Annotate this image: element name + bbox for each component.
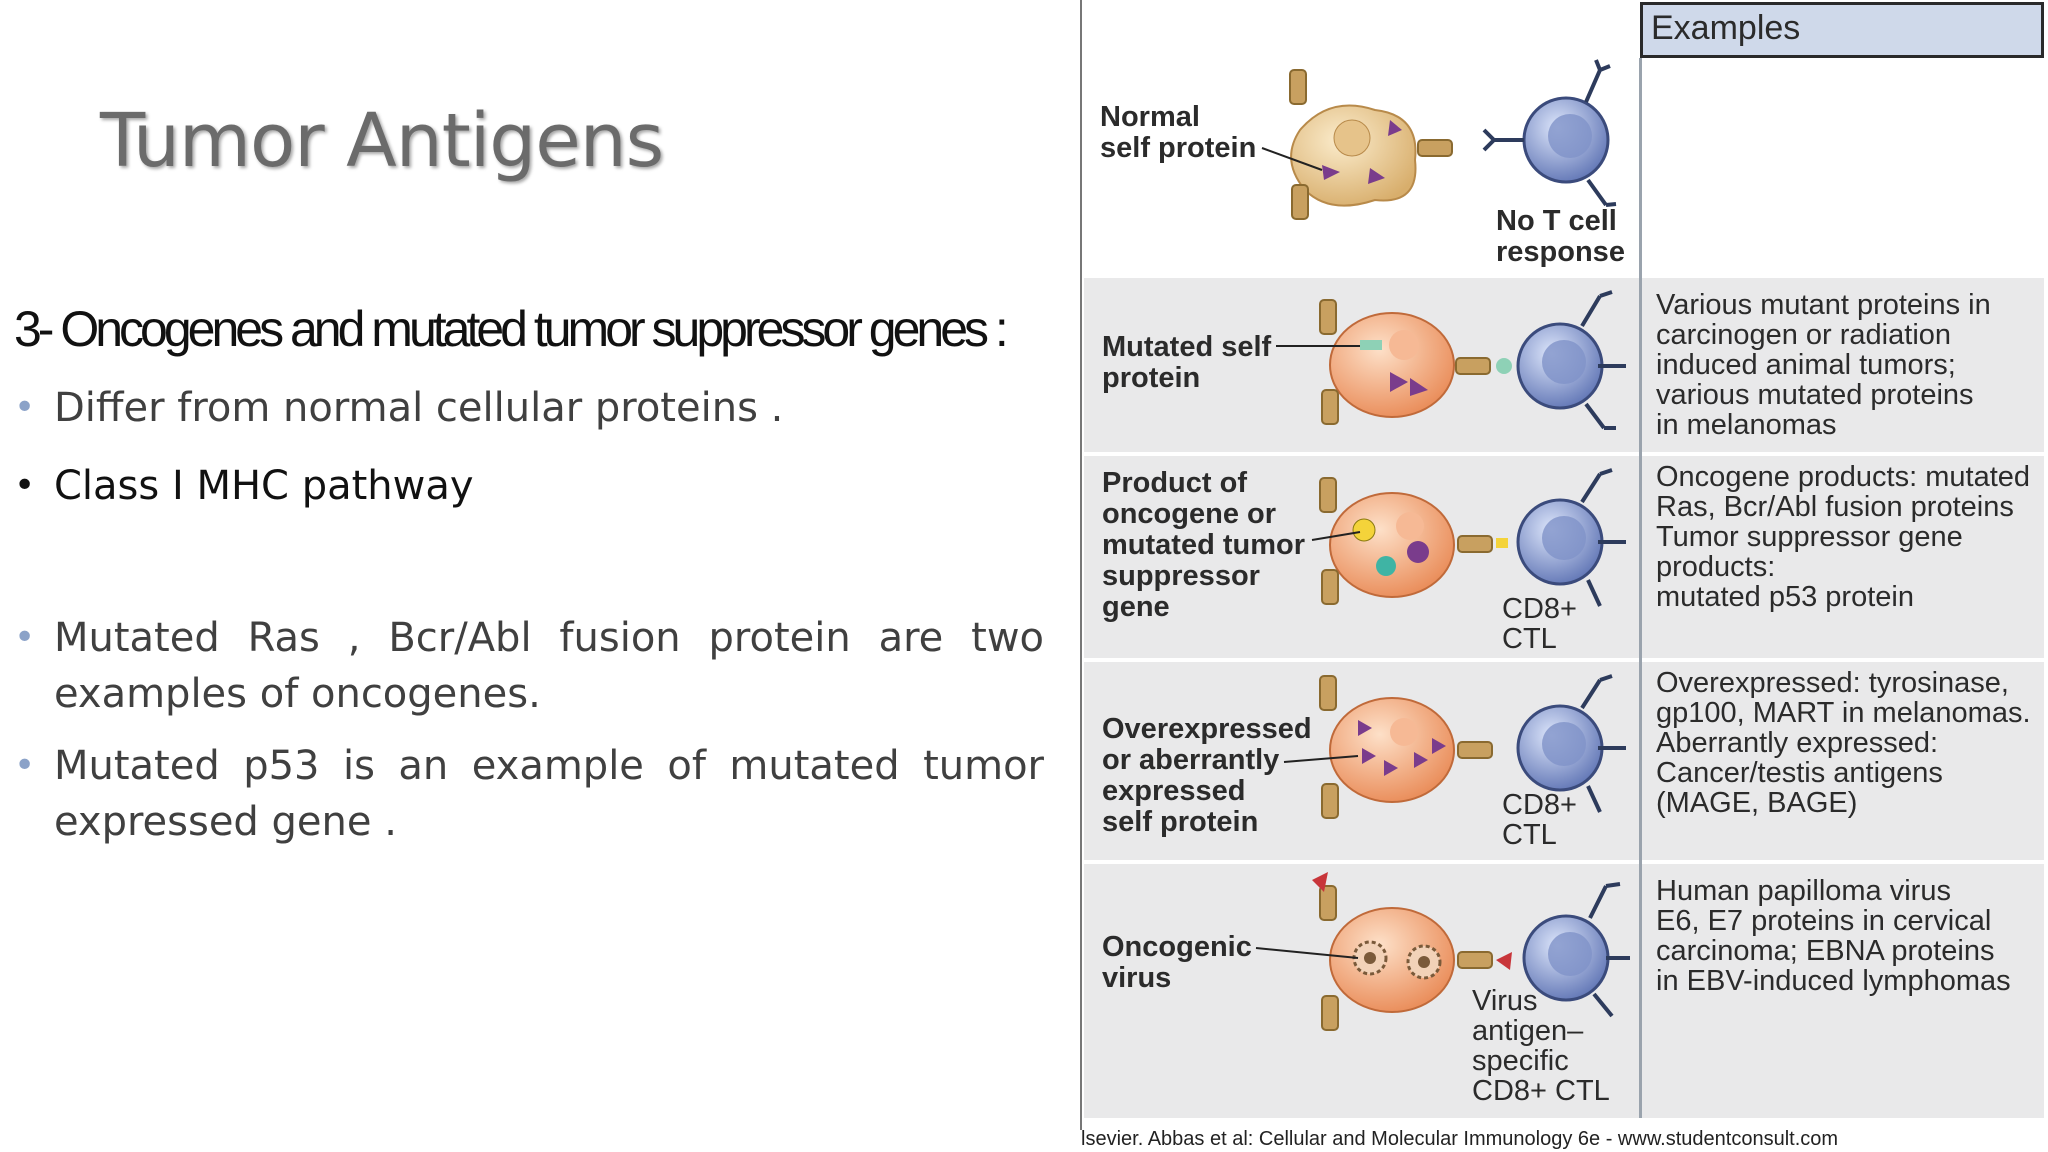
tcell-label-overexpressed: CD8+ CTL: [1502, 789, 1577, 851]
bullet-dot: •: [14, 387, 36, 428]
mhc-molecule-icon: [1319, 299, 1491, 425]
t-cell: [1516, 704, 1604, 792]
bullet-item: • Class I MHC pathway: [14, 458, 1044, 514]
row-label-normal: Normal self protein: [1100, 101, 1257, 164]
tumor-cell: [1329, 492, 1455, 598]
examples-column-separator: [1639, 58, 1642, 1118]
tumor-cell: [1329, 312, 1455, 418]
tcr-receptor-icon: [1580, 674, 1626, 813]
bullet-text: Class I MHC pathway: [54, 463, 474, 509]
bullet-text: Mutated Ras , Bcr/Abl fusion protein are…: [54, 615, 1044, 717]
tcr-receptor-icon: [1482, 59, 1617, 207]
tcell-label-virus: Virus antigen– specific CD8+ CTL: [1472, 985, 1610, 1107]
bullet-item: • Mutated Ras , Bcr/Abl fusion protein a…: [14, 610, 1044, 722]
examples-text-overexpressed: Overexpressed: tyrosinase, gp100, MART i…: [1656, 667, 2031, 819]
examples-text-mutated: Various mutant proteins in carcinogen or…: [1656, 289, 1991, 441]
section-heading: 3- Oncogenes and mutated tumor suppresso…: [14, 301, 1009, 357]
pointer-line: [1311, 531, 1361, 541]
t-cell: [1516, 498, 1604, 586]
normal-cell: [1290, 104, 1417, 207]
bullet-item: • Differ from normal cellular proteins .: [14, 380, 1044, 436]
row-label-oncogene: Product of oncogene or mutated tumor sup…: [1102, 467, 1305, 623]
pointer-line: [1261, 147, 1323, 171]
tcell-label-normal: No T cell response: [1496, 205, 1625, 268]
tcr-receptor-icon: [1580, 468, 1626, 607]
examples-header: Examples: [1640, 2, 2044, 58]
bullet-dot: •: [14, 617, 36, 658]
mhc-molecule-icon: [1319, 885, 1493, 1031]
viral-antigen-icon: [1312, 872, 1328, 892]
row-label-overexpressed: Overexpressed or aberrantly expressed se…: [1102, 713, 1312, 838]
oncogene-antigen-icon: [1496, 538, 1508, 548]
examples-text-virus: Human papilloma virus E6, E7 proteins in…: [1656, 875, 2011, 997]
tcr-receptor-icon: [1588, 882, 1630, 1018]
bullet-dot: •: [14, 745, 36, 786]
slide-title: Tumor Antigens: [100, 98, 664, 184]
figure-credit: lsevier. Abbas et al: Cellular and Molec…: [1081, 1128, 1839, 1150]
mhc-molecule-icon: [1319, 477, 1493, 605]
tumor-cell: [1329, 697, 1455, 803]
row-label-mutated: Mutated self protein: [1102, 331, 1272, 394]
bullet-item: • Mutated p53 is an example of mutated t…: [14, 738, 1044, 850]
tumor-cell: [1329, 907, 1455, 1013]
mhc-molecule-icon: [1319, 675, 1493, 819]
mutated-antigen-icon: [1496, 358, 1512, 374]
virus-icon: [1352, 940, 1442, 980]
pointer-line: [1255, 947, 1359, 959]
bullet-dot: •: [14, 465, 36, 506]
examples-text-oncogene: Oncogene products: mutated Ras, Bcr/Abl …: [1656, 461, 2031, 613]
tcr-receptor-icon: [1580, 290, 1626, 430]
t-cell: [1516, 322, 1604, 410]
t-cell: [1522, 914, 1610, 1002]
row-label-virus: Oncogenic virus: [1102, 931, 1252, 994]
t-cell: [1522, 96, 1610, 184]
mhc-molecule-icon: [1289, 69, 1453, 220]
figure-border: [1080, 0, 1082, 1130]
pointer-line: [1283, 755, 1359, 763]
tcell-label-oncogene: CD8+ CTL: [1502, 593, 1577, 655]
viral-antigen-icon: [1496, 952, 1512, 970]
antigen-icon: [1322, 120, 1402, 184]
bullet-text: Mutated p53 is an example of mutated tum…: [54, 743, 1044, 845]
bullet-text: Differ from normal cellular proteins .: [54, 385, 784, 431]
